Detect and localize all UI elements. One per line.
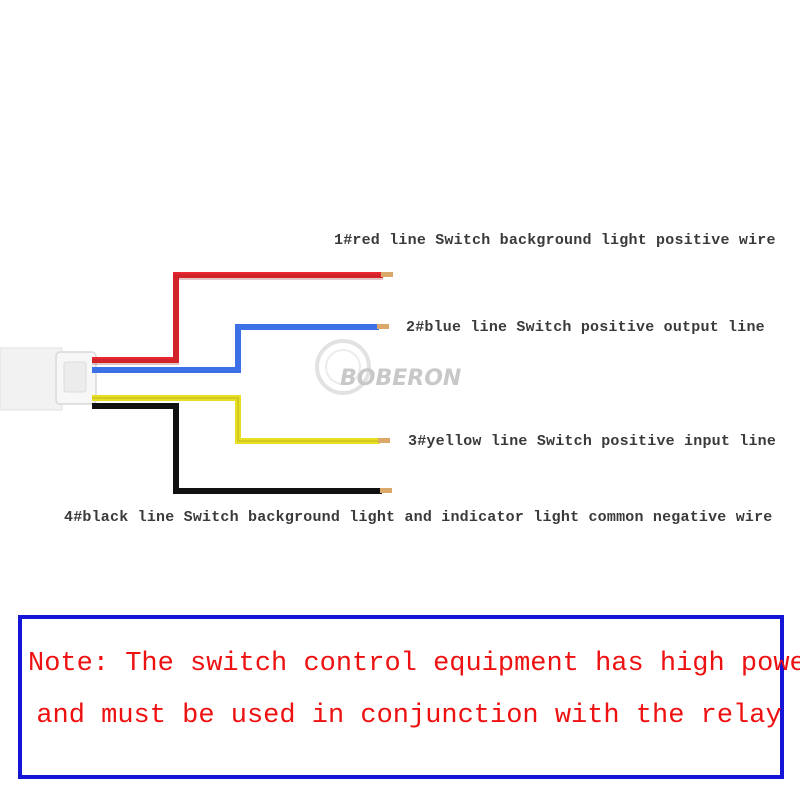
black-wire-label: 4#black line Switch background light and… — [64, 509, 773, 526]
black-wire — [92, 403, 382, 494]
yellow-wire-tip — [378, 438, 390, 443]
red-wire-label: 1#red line Switch background light posit… — [334, 232, 776, 249]
blue-wire-label: 2#blue line Switch positive output line — [406, 319, 765, 336]
blue-wire-tip — [377, 324, 389, 329]
note-box: Note: The switch control equipment has h… — [18, 615, 800, 779]
red-wire-tip — [381, 272, 393, 277]
note-line-1: Note: The switch control equipment has h… — [28, 649, 800, 679]
red-wire — [92, 272, 383, 363]
yellow-wire — [92, 395, 380, 444]
watermark: BOBERON — [314, 340, 494, 400]
watermark-text: BOBERON — [340, 366, 462, 391]
blue-wire — [92, 324, 379, 373]
note-line-2: and must be used in conjunction with the… — [36, 701, 782, 731]
watermark-logo — [315, 339, 371, 395]
yellow-wire-edge — [92, 397, 380, 442]
red-wire-outline — [92, 274, 383, 365]
yellow-wire-label: 3#yellow line Switch positive input line — [408, 433, 777, 450]
connector-plug — [0, 347, 97, 411]
black-wire-tip — [380, 488, 392, 493]
